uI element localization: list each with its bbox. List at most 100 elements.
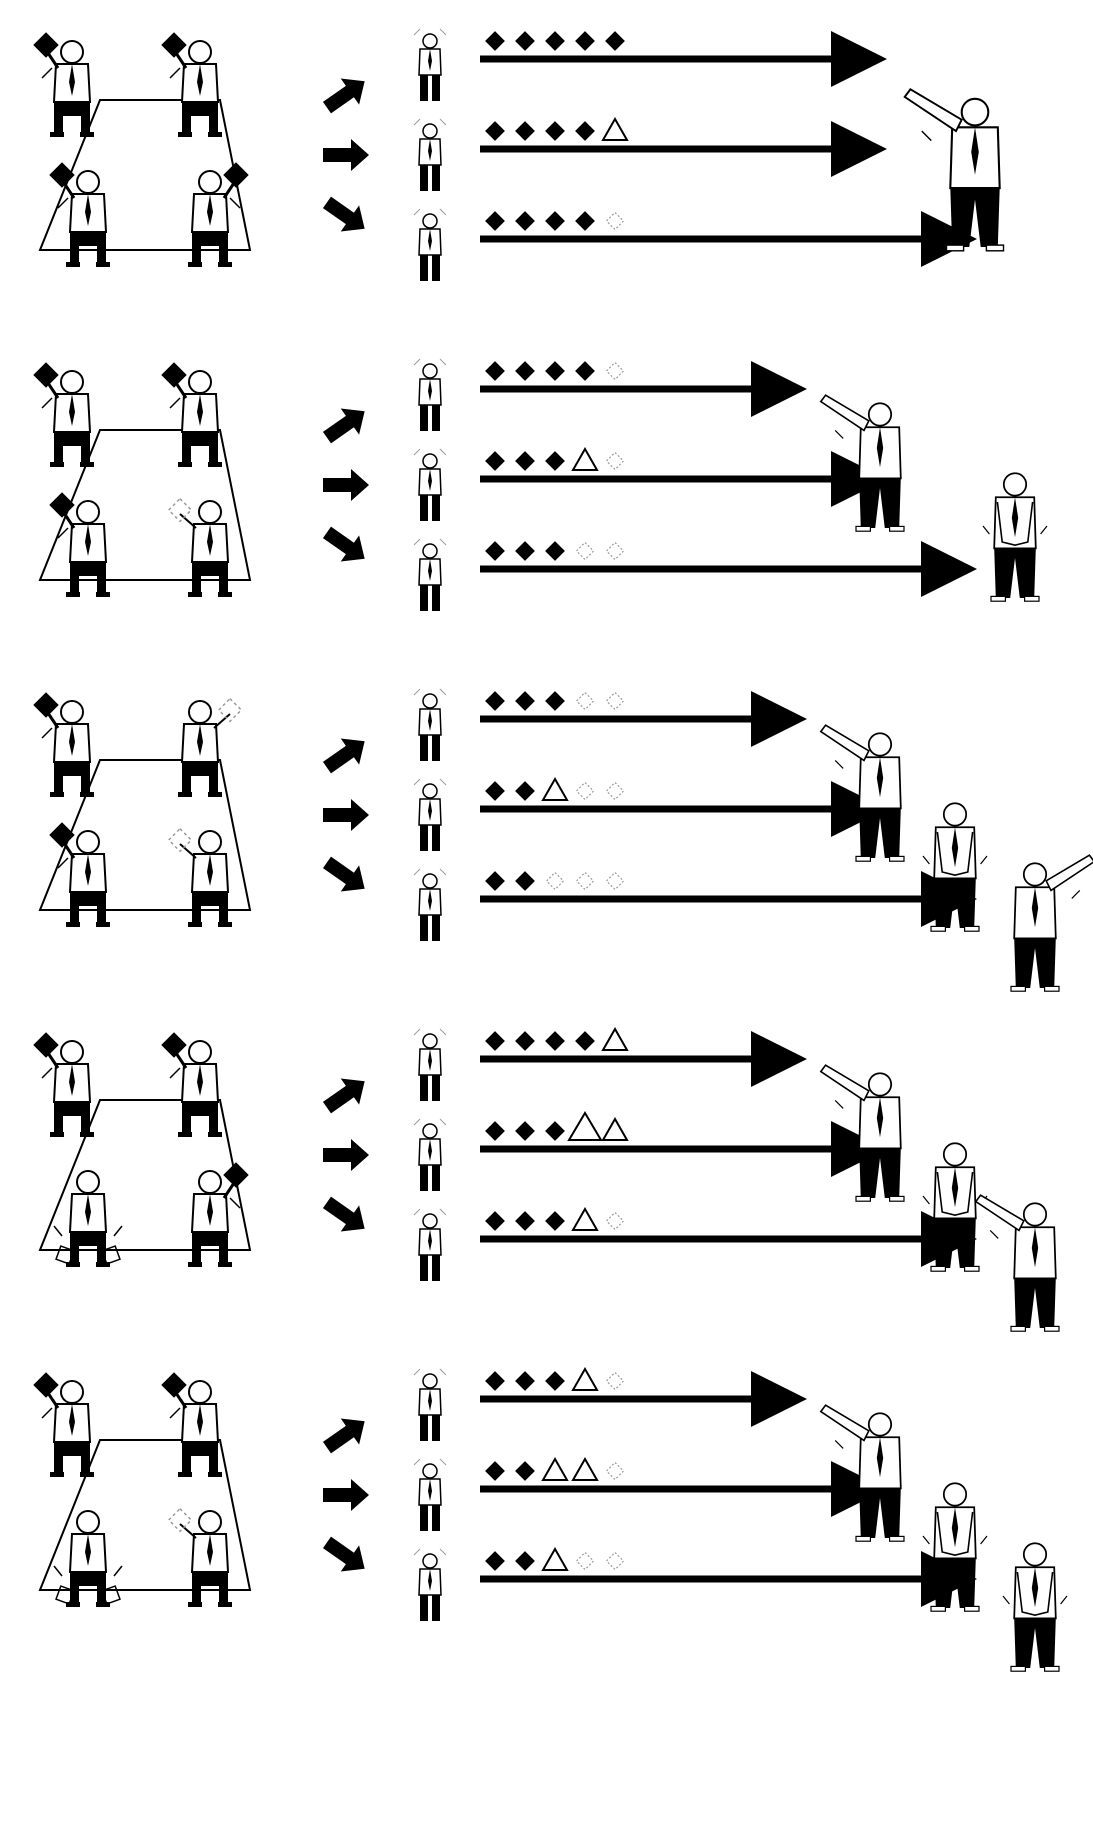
- motion-arrow-icon: [170, 68, 180, 78]
- motion-arrow-icon: [114, 1226, 122, 1236]
- motion-arrow-icon: [42, 1408, 52, 1418]
- umpire-small-figure: [414, 119, 446, 191]
- flag-icon: [161, 362, 186, 387]
- umpire-small-figure: [414, 1209, 446, 1281]
- diamond-icon: [485, 1121, 505, 1141]
- signal-row-3: [33, 689, 1093, 991]
- raised-arm-icon: [905, 89, 962, 131]
- diagram-rows: [33, 29, 1093, 1671]
- umpire-small-figure: [414, 869, 446, 941]
- direction-arrow-icon: [323, 799, 369, 831]
- motion-arrow-icon: [990, 1230, 998, 1238]
- faint-symbol-icon: [607, 213, 624, 230]
- referee-no-flag-icon: [923, 803, 987, 931]
- referee-flag-raised-icon: [821, 395, 904, 531]
- referee-flag-raised-icon: [821, 1065, 904, 1201]
- triangle-icon: [603, 119, 627, 140]
- line-judge-flag: [33, 362, 94, 467]
- motion-arrow-icon: [1061, 1596, 1067, 1604]
- motion-arrow-icon: [923, 1536, 929, 1544]
- umpire-small-figure: [414, 359, 446, 431]
- referee-flag-raised-icon: [905, 89, 1004, 251]
- diamond-icon: [545, 31, 565, 51]
- diamond-icon: [485, 451, 505, 471]
- diamond-icon: [485, 121, 505, 141]
- faint-symbol-icon: [607, 1373, 624, 1390]
- raised-arm-icon: [821, 395, 869, 430]
- flag-icon: [33, 692, 58, 717]
- flag-icon: [49, 822, 74, 847]
- flag-icon: [161, 1032, 186, 1057]
- line-judge-flag: [161, 1372, 222, 1477]
- motion-arrow-icon: [170, 398, 180, 408]
- referee-flag-raised-right-icon: [1011, 855, 1093, 991]
- diamond-icon: [545, 1031, 565, 1051]
- line-judge-flag: [33, 1032, 94, 1137]
- diamond-icon: [515, 1031, 535, 1051]
- diamond-icon: [575, 211, 595, 231]
- motion-arrow-icon: [42, 398, 52, 408]
- faint-symbol-icon: [577, 543, 594, 560]
- diamond-icon: [515, 361, 535, 381]
- faint-symbol-icon: [607, 1463, 624, 1480]
- faint-symbol-icon: [577, 783, 594, 800]
- diamond-icon: [515, 541, 535, 561]
- faint-flag-icon: [169, 1509, 192, 1532]
- triangle-icon: [573, 1209, 597, 1230]
- motion-arrow-icon: [42, 728, 52, 738]
- line-judge-down: [54, 1511, 122, 1607]
- diamond-icon: [575, 1031, 595, 1051]
- faint-symbol-icon: [607, 543, 624, 560]
- line-judge-faint: [169, 829, 232, 927]
- line-judge-faint: [169, 1509, 232, 1607]
- diamond-icon: [545, 541, 565, 561]
- line-judge-faint: [178, 699, 241, 797]
- signal-row-4: [33, 1029, 1059, 1331]
- motion-arrow-icon: [230, 1198, 240, 1208]
- diamond-icon: [515, 121, 535, 141]
- line-judge-down: [54, 1171, 122, 1267]
- direction-arrow-icon: [318, 1068, 374, 1121]
- raised-arm-icon: [821, 1065, 869, 1100]
- diamond-icon: [575, 361, 595, 381]
- triangle-icon: [569, 1113, 601, 1140]
- referee-no-flag-icon: [1003, 1543, 1067, 1671]
- triangle-icon: [603, 1119, 627, 1140]
- umpire-small-figure: [414, 1369, 446, 1441]
- referee-no-flag-icon: [923, 1483, 987, 1611]
- referee-flag-raised-icon: [821, 1405, 904, 1541]
- umpire-small-figure: [414, 209, 446, 281]
- diamond-icon: [515, 1211, 535, 1231]
- motion-arrow-icon: [981, 856, 987, 864]
- umpire-small-figure: [414, 1029, 446, 1101]
- motion-arrow-icon: [42, 1068, 52, 1078]
- raised-arm-icon: [1046, 855, 1093, 890]
- flag-icon: [33, 32, 58, 57]
- diamond-icon: [545, 361, 565, 381]
- line-judge-flag: [161, 32, 222, 137]
- signal-row-5: [33, 1369, 1067, 1671]
- direction-arrow-icon: [318, 398, 374, 451]
- diamond-icon: [485, 541, 505, 561]
- diamond-icon: [485, 691, 505, 711]
- flag-icon: [161, 1372, 186, 1397]
- line-judge-flag: [161, 1032, 222, 1137]
- motion-arrow-icon: [835, 1440, 843, 1448]
- direction-arrow-icon: [323, 139, 369, 171]
- diamond-icon: [485, 361, 505, 381]
- triangle-icon: [573, 449, 597, 470]
- triangle-icon: [573, 1459, 597, 1480]
- direction-arrow-icon: [318, 189, 374, 242]
- line-judge-flag: [49, 162, 110, 267]
- diamond-icon: [515, 1551, 535, 1571]
- signal-row-1: [33, 29, 1003, 281]
- motion-arrow-icon: [114, 1566, 122, 1576]
- triangle-icon: [543, 1459, 567, 1480]
- motion-arrow-icon: [835, 760, 843, 768]
- diamond-icon: [545, 1371, 565, 1391]
- direction-arrow-icon: [318, 728, 374, 781]
- faint-flag-icon: [169, 829, 192, 852]
- direction-arrow-icon: [318, 68, 374, 121]
- diamond-icon: [545, 451, 565, 471]
- faint-symbol-icon: [547, 873, 564, 890]
